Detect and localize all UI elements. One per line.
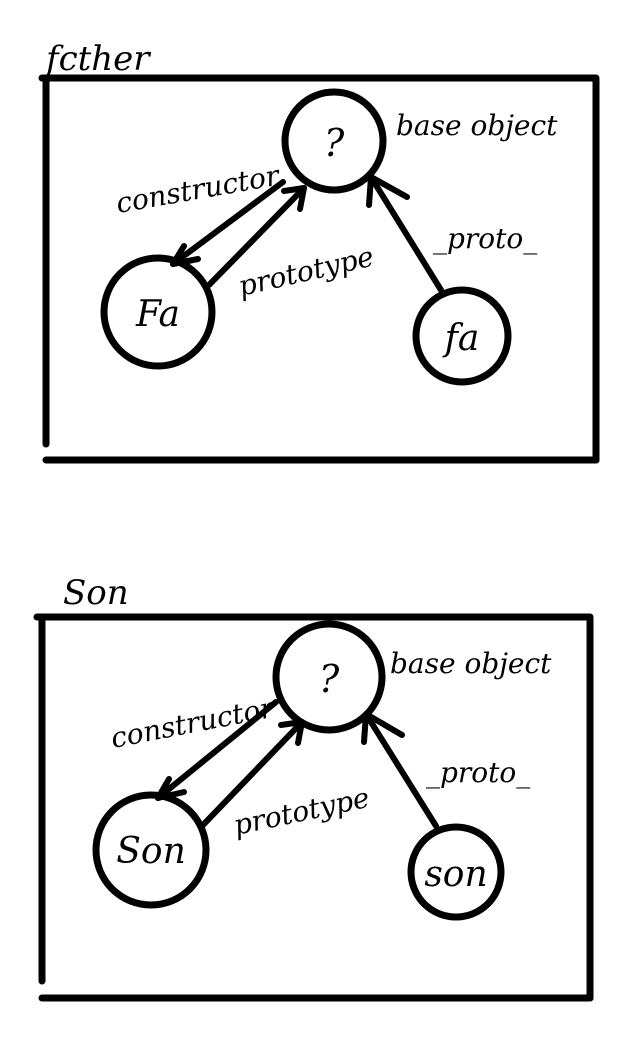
son-base-object-node: ? <box>272 620 386 734</box>
father-constructor-label: constructor <box>113 158 283 219</box>
father-base-node-text: ? <box>324 121 345 165</box>
father-prototype-label: prototype <box>235 240 377 303</box>
son-proto-label: _proto_ <box>426 756 530 789</box>
father-constructor-node: Fa <box>100 254 216 370</box>
father-proto-arrow <box>366 174 444 293</box>
son-instance-node-text: son <box>424 854 487 895</box>
father-base-object-node: ? <box>281 88 387 194</box>
son-prototype-label: prototype <box>231 781 373 842</box>
son-prototype-arrow <box>200 719 305 828</box>
father-diagram: fcther ? base object Fa fa constructor <box>38 39 600 464</box>
father-instance-node-text: fa <box>442 318 480 359</box>
son-title: Son <box>63 573 129 613</box>
father-constructor-node-text: Fa <box>135 294 180 335</box>
son-proto-arrow <box>361 711 439 829</box>
son-base-node-text: ? <box>319 657 340 701</box>
father-prototype-arrow <box>206 185 307 288</box>
son-constructor-node: Son <box>92 791 210 909</box>
father-proto-label: _proto_ <box>433 222 537 255</box>
son-constructor-label: constructor <box>108 691 278 755</box>
son-constructor-node-text: Son <box>116 831 186 872</box>
son-diagram: Son ? base object Son son constructor <box>33 573 594 1002</box>
father-base-object-label: base object <box>396 109 558 142</box>
father-instance-node: fa <box>412 286 512 386</box>
father-title: fcther <box>43 39 151 79</box>
son-instance-node: son <box>407 823 505 921</box>
father-frame <box>38 74 600 464</box>
father-constructor-arrow <box>170 179 286 267</box>
son-base-object-label: base object <box>390 647 552 680</box>
son-frame <box>33 613 594 1002</box>
son-constructor-arrow <box>155 699 279 801</box>
